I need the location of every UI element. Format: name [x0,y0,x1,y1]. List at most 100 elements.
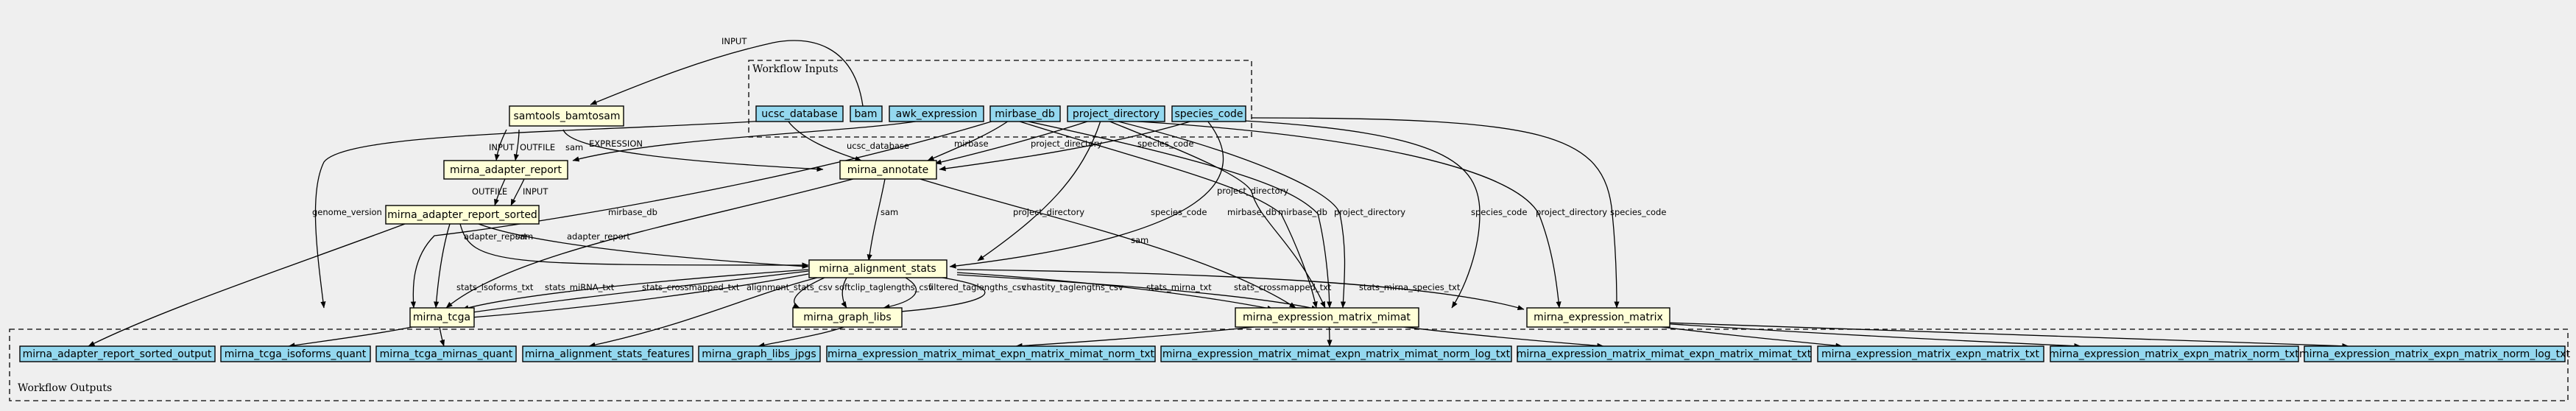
node-ucsc-database[interactable]: ucsc_database [755,105,844,122]
edge-label-stats-mirna-txt-a: stats_miRNA_txt [545,282,615,292]
node-out-expn-matrix-txt[interactable]: mirna_expression_matrix_expn_matrix_txt [1817,345,2044,362]
edge-adapter-sorted-outfile [494,178,506,206]
svg-text:mirbase_db: mirbase_db [995,108,1055,120]
node-project-directory[interactable]: project_directory [1067,105,1165,122]
edge-alignment-graph-chastity [890,277,986,315]
svg-text:mirna_tcga_isoforms_quant: mirna_tcga_isoforms_quant [225,348,367,360]
edge-ucsc-annotate [787,120,862,161]
svg-text:mirna_expression_matrix_mimat: mirna_expression_matrix_mimat [1243,312,1411,323]
edge-label-filtered-taglengths-csv: filtered_taglengths_csv [928,282,1026,292]
edge-samtools-adapter-outfile [513,129,520,161]
edge-projdir-expression-matrix [1126,120,1562,309]
edge-label-sam-a: sam [565,142,583,152]
edge-label-project-directory-e: project_directory [1536,207,1607,217]
edge-label-stats-mirna-species-txt: stats_mirna_species_txt [1359,282,1461,292]
node-out-mimat-txt[interactable]: mirna_expression_matrix_mimat_expn_matri… [1517,345,1812,362]
edge-mirbase-annotate [927,120,1009,161]
edge-label-softclip-taglengths-csv: softclip_taglengths_csv [835,282,934,292]
edge-species-matrix-mimat [1243,120,1481,309]
edge-label-adapter-report-a: adapter_report [464,231,527,242]
edge-species-alignment [949,120,1224,269]
edge-label-mirbase-db-a: mirbase_db [608,207,657,217]
svg-text:mirna_tcga: mirna_tcga [413,312,470,323]
svg-text:mirna_annotate: mirna_annotate [847,164,929,176]
edge-projdir-alignment [977,120,1101,261]
node-mirna-annotate[interactable]: mirna_annotate [839,160,937,180]
edge-mirbase-matrix [1024,120,1333,309]
node-bam[interactable]: bam [850,105,883,122]
node-mirna-expression-matrix-mimat[interactable]: mirna_expression_matrix_mimat [1235,307,1419,328]
node-out-mimat-norm-log-txt[interactable]: mirna_expression_matrix_mimat_expn_matri… [1160,345,1512,362]
svg-text:mirna_graph_libs: mirna_graph_libs [803,312,891,323]
edge-mirbase-tcga [410,120,995,309]
edge-awk-adapter [572,120,921,162]
edge-label-mirbase-db-b: mirbase_db [1227,207,1277,217]
svg-text:mirna_expression_matrix_expn_m: mirna_expression_matrix_expn_matrix_txt [1821,348,2039,360]
edge-alignment-matrix-mimat-mirna [956,272,1274,311]
svg-text:mirna_expression_matrix_mimat_: mirna_expression_matrix_mimat_expn_matri… [1517,348,1812,360]
node-out-mirna-alignment-stats-features[interactable]: mirna_alignment_stats_features [522,345,694,362]
edge-samtools-adapter-input [494,129,507,161]
edge-species-annotate [939,120,1193,172]
edge-sorted-tcga [434,223,451,309]
edge-label-input-b: INPUT [489,142,515,152]
edge-species-expression-matrix [1251,117,1620,309]
workflow-outputs-cluster: Workflow Outputs [9,329,2569,401]
node-out-mirna-tcga-isoforms-quant[interactable]: mirna_tcga_isoforms_quant [220,345,371,362]
node-mirbase-db[interactable]: mirbase_db [989,105,1061,122]
edge-label-project-directory-d: project_directory [1334,207,1405,217]
svg-text:samtools_bamtosam: samtools_bamtosam [514,110,621,122]
node-out-expn-matrix-norm-txt[interactable]: mirna_expression_matrix_expn_matrix_norm… [2049,345,2299,362]
node-out-adapter-report-sorted-output[interactable]: mirna_adapter_report_sorted_output [19,345,216,362]
edge-annotate-alignment [867,178,886,261]
edge-matrix-norm [1648,322,2081,349]
node-mirna-adapter-report-sorted[interactable]: mirna_adapter_report_sorted [385,205,540,225]
edge-sorted-alignment [478,223,809,270]
edge-label-outfile: OUTFILE [520,142,555,152]
workflow-inputs-cluster: Workflow Inputs [748,60,1252,138]
edge-label-mirbase: mirbase [954,138,989,149]
node-mirna-graph-libs[interactable]: mirna_graph_libs [792,307,903,328]
edge-alignment-tcga-mirna [462,270,809,316]
edge-label-sam-d: sam [1131,235,1148,245]
node-samtools-bamtosam[interactable]: samtools_bamtosam [509,105,624,127]
edge-label-stats-crossmapped-txt-a: stats_crossmapped_txt [642,282,740,292]
edge-alignment-tcga-crossmapped [462,273,809,320]
node-out-mimat-norm-txt[interactable]: mirna_expression_matrix_mimat_expn_matri… [826,345,1156,362]
edge-alignment-graph-filtered [883,277,917,309]
svg-text:mirna_adapter_report: mirna_adapter_report [450,164,562,176]
node-out-mirna-graph-libs-jpgs[interactable]: mirna_graph_libs_jpgs [698,345,821,362]
node-awk-expression[interactable]: awk_expression [889,105,984,122]
node-out-mirna-tcga-mirnas-quant[interactable]: mirna_tcga_mirnas_quant [375,345,517,362]
workflow-inputs-label: Workflow Inputs [752,63,839,75]
svg-text:ucsc_database: ucsc_database [761,108,837,120]
svg-text:awk_expression: awk_expression [896,108,978,120]
svg-text:mirna_alignment_stats_features: mirna_alignment_stats_features [525,348,690,360]
edge-label-stats-crossmapped-txt-b: stats_crossmapped_txt [1234,282,1332,292]
edge-label-expression: EXPRESSION [589,138,643,149]
node-out-expn-matrix-norm-log-txt[interactable]: mirna_expression_matrix_expn_matrix_norm… [2299,345,2570,362]
node-mirna-alignment-stats[interactable]: mirna_alignment_stats [808,259,948,278]
edge-matrix-norm-log [1663,322,2349,349]
edge-sorted-alignment-b [459,223,809,268]
edge-projdir-matrix [1107,120,1326,309]
svg-text:mirna_adapter_report_sorted: mirna_adapter_report_sorted [387,209,537,221]
edge-label-ucsc-database: ucsc_database [847,141,909,151]
edge-label-mirbase-db-c: mirbase_db [1278,207,1327,217]
edge-label-input-c: INPUT [523,186,548,197]
node-mirna-adapter-report[interactable]: mirna_adapter_report [443,160,568,180]
edge-label-outfile-b: OUTFILE [472,186,507,197]
edge-mirbase-matrix-mimat [1017,120,1318,309]
node-species-code[interactable]: species_code [1171,105,1246,122]
edge-projdir-matrix-mimat [1115,120,1347,309]
svg-text:mirna_expression_matrix_mimat_: mirna_expression_matrix_mimat_expn_matri… [1162,348,1511,360]
edge-alignment-tcga-isoforms [462,269,809,311]
node-mirna-tcga[interactable]: mirna_tcga [409,307,475,328]
edge-adapter-sorted-input [510,178,525,206]
edge-label-project-directory-b: project_directory [1013,207,1084,217]
workflow-outputs-label: Workflow Outputs [18,382,112,394]
edge-annotate-matrix [912,176,1296,309]
edges: INPUT EXPRESSION INPUT OUTFILE sam OUTFI… [88,36,2349,349]
node-mirna-expression-matrix[interactable]: mirna_expression_matrix [1526,307,1670,328]
